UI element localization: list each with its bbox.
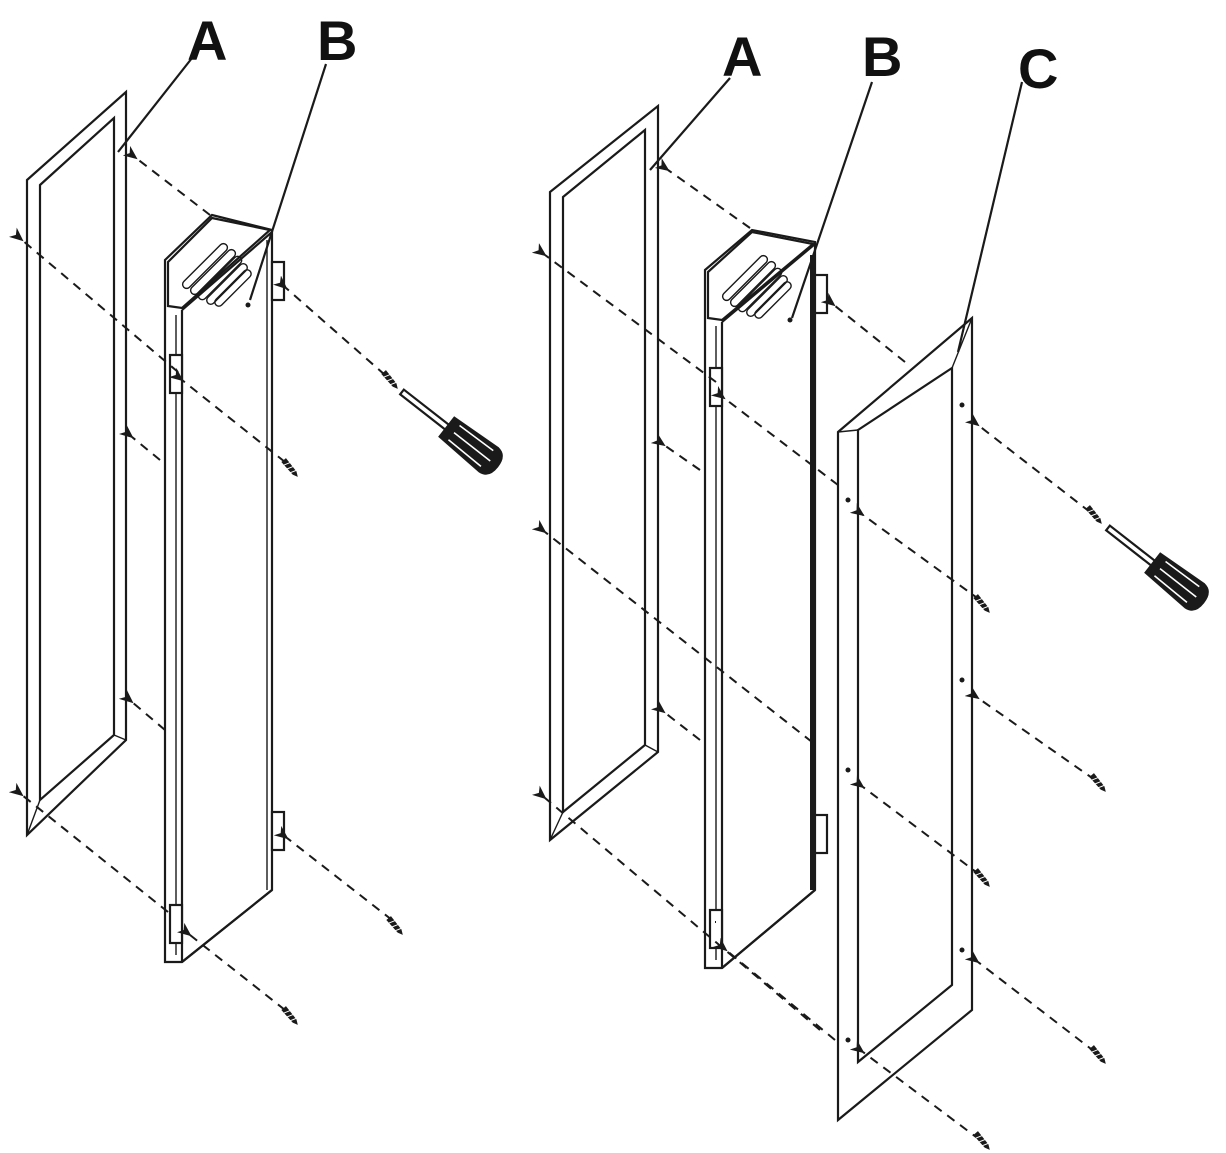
left-assembly: A B <box>8 9 503 1028</box>
screwdriver-icon <box>1104 524 1209 611</box>
screw-icon <box>280 369 406 1028</box>
right-part-b <box>703 228 829 970</box>
right-assembly: A B C <box>531 25 1209 1153</box>
right-part-c <box>836 315 974 1123</box>
right-label-a: A <box>722 25 762 88</box>
left-part-b <box>163 213 286 964</box>
right-label-c: C <box>1018 37 1058 100</box>
left-label-a: A <box>187 9 227 72</box>
right-panel-a <box>548 103 660 843</box>
right-label-b: B <box>862 25 902 88</box>
screw-icon <box>972 504 1109 1153</box>
left-label-b: B <box>317 9 357 72</box>
left-panel-a <box>25 89 128 838</box>
left-guide-lines <box>8 145 393 1011</box>
vent-slots-icon <box>181 242 252 307</box>
right-guide-lines <box>531 158 1096 1141</box>
screwdriver-icon <box>398 388 503 475</box>
vent-slots-icon <box>721 254 792 319</box>
